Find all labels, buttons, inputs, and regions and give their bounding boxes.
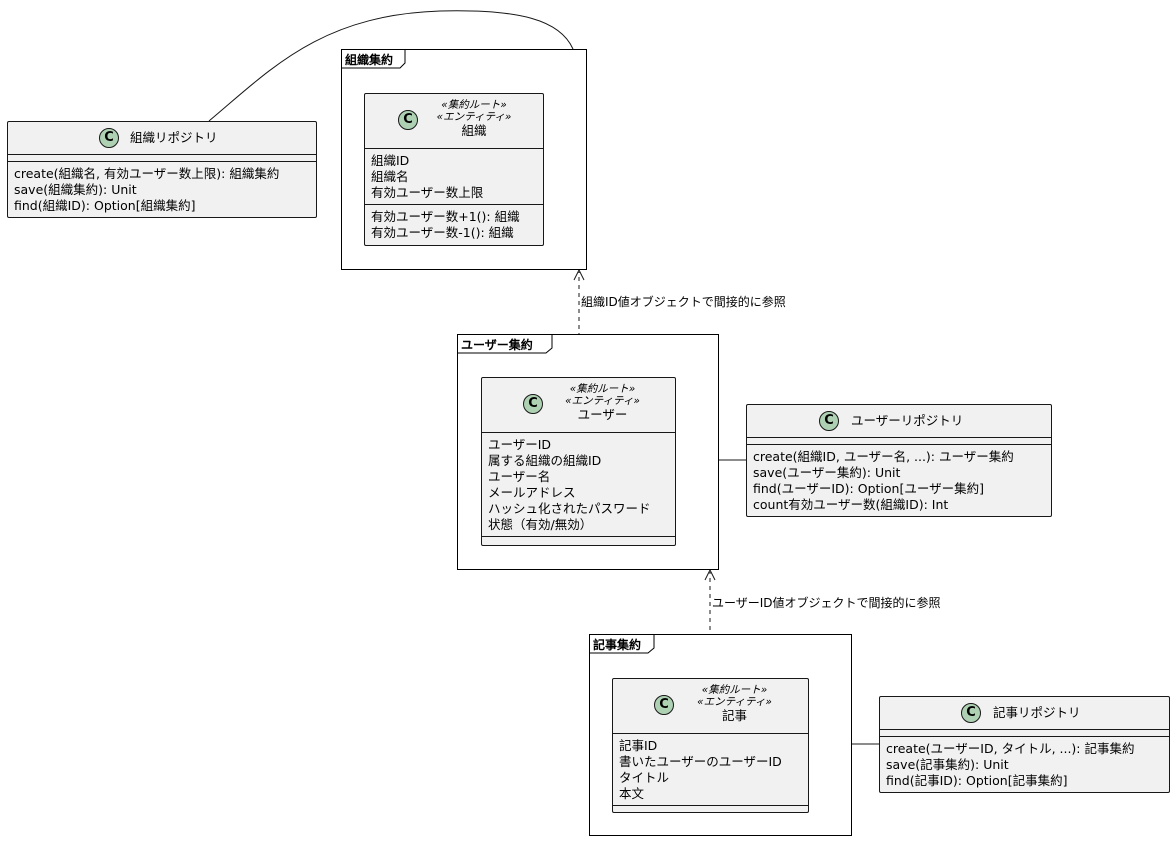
- empty-fields-section: [747, 437, 1051, 444]
- stereotype-entity: «エンティティ»: [436, 111, 512, 123]
- user-to-org-arrowhead: [573, 268, 585, 281]
- empty-methods-section: [613, 805, 808, 813]
- class-name: ユーザー: [577, 407, 628, 422]
- empty-fields-section: [880, 729, 1169, 736]
- method: 有効ユーザー数+1(): 組織: [371, 209, 520, 224]
- class-name: ユーザーリポジトリ: [851, 413, 964, 428]
- package-tab: [458, 335, 553, 354]
- field: ユーザーID: [488, 437, 552, 452]
- empty-methods-section: [482, 536, 675, 544]
- empty-fields-section: [8, 154, 316, 161]
- org-repo-association: [208, 10, 574, 122]
- stereotype-entity: «エンティティ»: [565, 395, 640, 407]
- field: ユーザー名: [488, 469, 551, 484]
- stereotype-aggregate-root: «集約ルート»: [441, 99, 507, 111]
- field: ハッシュ化されたパスワード: [488, 501, 651, 516]
- field: 書いたユーザーのユーザーID: [619, 754, 782, 769]
- field: 本文: [619, 786, 645, 801]
- class-c-icon: C: [819, 411, 839, 431]
- package-tab: [342, 50, 406, 69]
- class-name: 組織: [461, 123, 487, 138]
- method: save(記事集約): Unit: [886, 757, 1009, 772]
- class-c-icon: C: [398, 110, 418, 130]
- method: find(組織ID): Option[組織集約]: [14, 198, 196, 213]
- method: find(記事ID): Option[記事集約]: [886, 773, 1068, 788]
- field: タイトル: [619, 770, 670, 785]
- relation-label-article-to-user: ユーザーID値オブジェクトで間接的に参照: [712, 596, 941, 610]
- field: メールアドレス: [488, 485, 576, 500]
- field: 組織ID: [371, 153, 410, 168]
- field: 記事ID: [619, 738, 658, 753]
- method: create(組織名, 有効ユーザー数上限): 組織集約: [14, 166, 280, 181]
- relation-label-user-to-org: 組織ID値オブジェクトで間接的に参照: [581, 295, 786, 309]
- class-org-entity: C «集約ルート» «エンティティ» 組織 組織ID 組織名 有効ユーザー数上限…: [364, 93, 544, 246]
- class-name: 記事: [721, 708, 747, 723]
- field: 有効ユーザー数上限: [371, 185, 484, 200]
- stereotype-entity: «エンティティ»: [697, 696, 772, 708]
- stereotype-aggregate-root: «集約ルート»: [569, 383, 636, 395]
- package-title: 記事集約: [593, 638, 642, 652]
- package-title: 組織集約: [345, 53, 394, 67]
- class-c-icon: C: [99, 128, 119, 148]
- method: 有効ユーザー数-1(): 組織: [371, 225, 514, 240]
- class-name: 記事リポジトリ: [993, 705, 1081, 720]
- field: 状態（有効/無効）: [488, 517, 593, 532]
- field: 組織名: [371, 169, 409, 184]
- stereotype-aggregate-root: «集約ルート»: [701, 684, 768, 696]
- class-name: 組織リポジトリ: [130, 130, 218, 145]
- class-c-icon: C: [523, 394, 543, 414]
- class-user-entity: C «集約ルート» «エンティティ» ユーザー ユーザーID 属する組織の組織I…: [481, 377, 676, 546]
- class-article-repository: C 記事リポジトリ create(ユーザーID, タイトル, ...): 記事集…: [879, 696, 1170, 793]
- package-title: ユーザー集約: [461, 338, 533, 352]
- field: 属する組織の組織ID: [488, 453, 602, 468]
- method: find(ユーザーID): Option[ユーザー集約]: [753, 481, 984, 496]
- class-c-icon: C: [654, 695, 674, 715]
- class-user-repository: C ユーザーリポジトリ create(組織ID, ユーザー名, ...): ユー…: [746, 404, 1052, 517]
- method: save(ユーザー集約): Unit: [753, 465, 901, 480]
- package-tab: [590, 635, 655, 654]
- method: save(組織集約): Unit: [14, 182, 137, 197]
- class-c-icon: C: [961, 703, 981, 723]
- class-article-entity: C «集約ルート» «エンティティ» 記事 記事ID 書いたユーザーのユーザーI…: [612, 678, 809, 813]
- method: count有効ユーザー数(組織ID): Int: [753, 497, 949, 512]
- article-to-user-arrowhead: [704, 568, 716, 581]
- method: create(組織ID, ユーザー名, ...): ユーザー集約: [753, 449, 1014, 464]
- method: create(ユーザーID, タイトル, ...): 記事集約: [886, 741, 1135, 756]
- class-org-repository: C 組織リポジトリ create(組織名, 有効ユーザー数上限): 組織集約 s…: [7, 121, 317, 218]
